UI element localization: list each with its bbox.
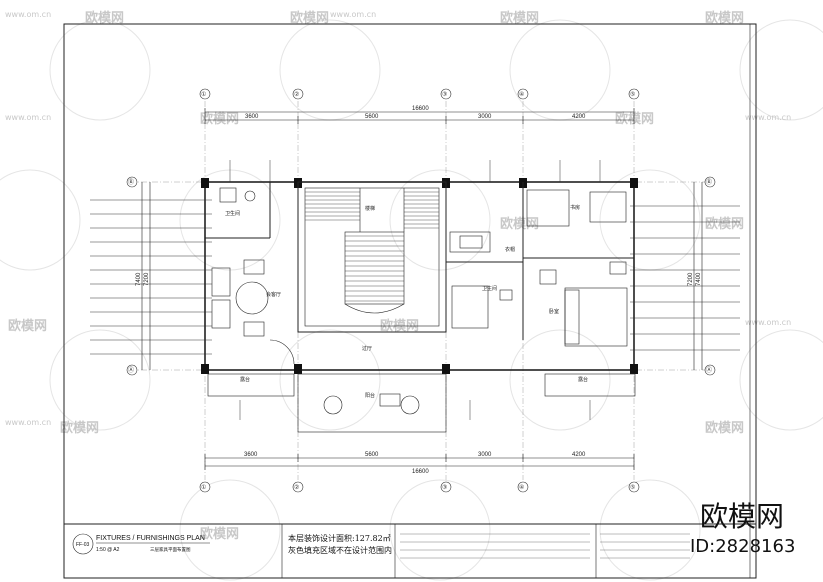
label-bath: 卫生间 bbox=[482, 285, 497, 292]
dim-top-1: 3600 bbox=[245, 114, 259, 120]
drawing-scale: 1:50 @ A2 bbox=[96, 547, 120, 553]
faint-logo-8: 欧模网 bbox=[705, 216, 744, 232]
label-balcony-left: 露台 bbox=[240, 376, 250, 383]
svg-text:②: ② bbox=[294, 91, 299, 98]
label-bedroom: 卧室 bbox=[549, 308, 559, 315]
svg-text:欧模网: 欧模网 bbox=[200, 111, 239, 127]
faint-logo-6: 欧模网 bbox=[615, 111, 654, 127]
svg-text:Ⓐ: Ⓐ bbox=[706, 366, 712, 374]
dim-left-1: 7400 bbox=[136, 272, 142, 286]
faint-url-1: www.om.cn bbox=[5, 10, 51, 19]
drawing-title: FIXTURES / FURNISHINGS PLAN bbox=[96, 535, 205, 542]
dim-bottom-1: 3600 bbox=[244, 452, 258, 458]
svg-text:①: ① bbox=[201, 484, 206, 491]
dim-top-2: 5600 bbox=[365, 114, 379, 120]
dim-bottom-4: 4200 bbox=[572, 452, 586, 458]
faint-url-2: www.om.cn bbox=[330, 10, 376, 19]
bottom-dimensions: 3600 5600 3000 4200 16600 bbox=[204, 452, 635, 475]
top-dimensions: 16600 3600 5600 3000 4200 bbox=[204, 106, 635, 124]
faint-logo-13: 欧模网 bbox=[200, 526, 239, 542]
sheet-number: FF-03 bbox=[76, 542, 90, 548]
faint-url-3: www.om.cn bbox=[5, 113, 51, 122]
svg-text:欧模网: 欧模网 bbox=[500, 10, 539, 26]
dim-left-2: 7200 bbox=[144, 272, 150, 286]
left-rooms: 卫生间 会客厅 bbox=[205, 182, 295, 365]
faint-logo-3: 欧模网 bbox=[500, 10, 539, 26]
faint-url-4: www.om.cn bbox=[745, 113, 791, 122]
faint-logo-2: 欧模网 bbox=[290, 10, 329, 26]
dim-top-total: 16600 bbox=[412, 106, 429, 112]
svg-text:欧模网: 欧模网 bbox=[200, 526, 239, 542]
dim-right-1: 7200 bbox=[688, 272, 694, 286]
faint-logo-12: 欧模网 bbox=[705, 420, 744, 436]
svg-text:欧模网: 欧模网 bbox=[290, 10, 329, 26]
svg-text:欧模网: 欧模网 bbox=[615, 111, 654, 127]
svg-text:③: ③ bbox=[442, 91, 447, 98]
dim-top-4: 4200 bbox=[572, 114, 586, 120]
label-closet: 衣帽 bbox=[505, 246, 515, 253]
svg-text:②: ② bbox=[294, 484, 299, 491]
svg-text:①: ① bbox=[201, 91, 206, 98]
svg-text:欧模网: 欧模网 bbox=[700, 500, 784, 533]
dim-bottom-2: 5600 bbox=[365, 452, 379, 458]
svg-text:www.om.cn: www.om.cn bbox=[5, 113, 51, 122]
svg-text:Ⓑ: Ⓑ bbox=[706, 178, 712, 186]
axis-grid bbox=[130, 90, 712, 480]
axis-bubbles: ① ② ③ ④ ⑤ ① ② ③ ④ ⑤ Ⓑ Ⓐ Ⓑ Ⓐ bbox=[126, 88, 716, 493]
label-balcony-right: 露台 bbox=[578, 376, 588, 383]
dim-right-2: 7400 bbox=[696, 272, 702, 286]
svg-text:⑤: ⑤ bbox=[630, 484, 635, 491]
svg-text:④: ④ bbox=[519, 484, 524, 491]
svg-text:www.om.cn: www.om.cn bbox=[330, 10, 376, 19]
dim-top-3: 3000 bbox=[478, 114, 492, 120]
side-dimensions: 7400 7200 7200 7400 bbox=[136, 182, 703, 370]
faint-logo-9: 欧模网 bbox=[8, 318, 47, 334]
svg-text:欧模网: 欧模网 bbox=[705, 420, 744, 436]
faint-logo-11: 欧模网 bbox=[60, 420, 99, 436]
dim-bottom-3: 3000 bbox=[478, 452, 492, 458]
watermark-brand: 欧模网 ID:2828163 bbox=[690, 500, 795, 557]
svg-text:www.om.cn: www.om.cn bbox=[5, 10, 51, 19]
svg-text:Ⓐ: Ⓐ bbox=[128, 366, 134, 374]
title-block: FF-03 FIXTURES / FURNISHINGS PLAN 1:50 @… bbox=[64, 523, 756, 578]
svg-text:ID:2828163: ID:2828163 bbox=[690, 536, 795, 557]
label-open-stair: 楼梯 bbox=[365, 205, 375, 212]
faint-url-6: www.om.cn bbox=[5, 418, 51, 427]
svg-text:www.om.cn: www.om.cn bbox=[5, 418, 51, 427]
faint-logo-7: 欧模网 bbox=[500, 216, 539, 232]
svg-text:欧模网: 欧模网 bbox=[85, 10, 124, 26]
svg-text:Ⓑ: Ⓑ bbox=[128, 178, 134, 186]
right-rooms: 衣帽 卫生间 书房 卧室 bbox=[446, 182, 634, 347]
label-terrace: 阳台 bbox=[365, 392, 375, 399]
watermark-pattern bbox=[0, 19, 823, 581]
area-note-2: 灰色填充区域不在设计范围内 bbox=[288, 545, 392, 555]
sheet-border bbox=[63, 23, 757, 579]
balconies: 露台 露台 阳台 bbox=[207, 373, 636, 433]
stair-well: 楼梯 bbox=[297, 181, 447, 333]
label-study: 书房 bbox=[570, 204, 580, 211]
annotation-leaders bbox=[90, 160, 740, 420]
area-note-1: 本层装饰设计面积:127.82㎡ bbox=[288, 533, 391, 543]
svg-text:欧模网: 欧模网 bbox=[60, 420, 99, 436]
faint-logo-5: 欧模网 bbox=[200, 111, 239, 127]
label-meeting: 会客厅 bbox=[266, 291, 281, 298]
svg-text:欧模网: 欧模网 bbox=[8, 318, 47, 334]
svg-text:④: ④ bbox=[519, 91, 524, 98]
label-hall: 过厅 bbox=[362, 345, 372, 352]
label-wc-left: 卫生间 bbox=[225, 210, 240, 217]
faint-logo-4: 欧模网 bbox=[705, 10, 744, 26]
faint-url-5: www.om.cn bbox=[745, 318, 791, 327]
svg-text:③: ③ bbox=[442, 484, 447, 491]
svg-text:www.om.cn: www.om.cn bbox=[745, 113, 791, 122]
svg-text:欧模网: 欧模网 bbox=[500, 216, 539, 232]
dim-bottom-total: 16600 bbox=[412, 469, 429, 475]
faint-logo-1: 欧模网 bbox=[85, 10, 124, 26]
svg-text:欧模网: 欧模网 bbox=[705, 216, 744, 232]
svg-text:www.om.cn: www.om.cn bbox=[745, 318, 791, 327]
svg-text:⑤: ⑤ bbox=[630, 91, 635, 98]
svg-text:欧模网: 欧模网 bbox=[705, 10, 744, 26]
drawing-title-cn: 三层家具平面布置图 bbox=[150, 546, 191, 553]
